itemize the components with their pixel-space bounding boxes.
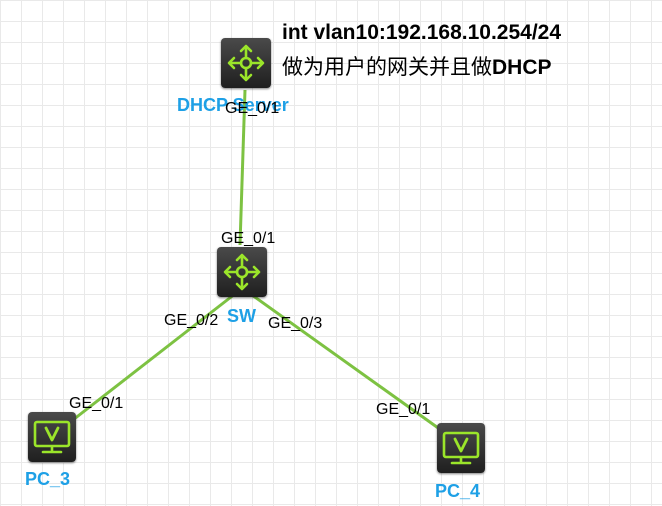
annotation-line2-prefix: 做为用户的网关并且做 (282, 55, 492, 79)
pc4-device[interactable] (437, 423, 485, 473)
monitor-icon (442, 431, 480, 465)
pc3-label: PC_3 (25, 469, 71, 489)
sw-device[interactable] (217, 247, 267, 297)
sw-label: SW (227, 306, 256, 326)
pc4-label: PC_4 (435, 481, 481, 501)
sw-port1-label: GE_0/1 (221, 230, 276, 247)
dhcp-server-label: DHCP Server (177, 95, 289, 115)
pc3-device[interactable] (28, 412, 76, 462)
pc4-port-label: GE_0/1 (376, 401, 431, 418)
dhcp-server-device[interactable] (221, 38, 271, 88)
router-icon (227, 44, 265, 82)
link-sw-pc4[interactable] (244, 288, 456, 442)
sw-port2-label: GE_0/2 (164, 312, 219, 329)
annotation-line2-suffix: DHCP (492, 56, 552, 79)
sw-port3-label: GE_0/3 (268, 315, 323, 332)
annotation-line2: 做为用户的网关并且做DHCP (282, 52, 552, 83)
monitor-icon (33, 420, 71, 454)
router-icon (223, 253, 261, 291)
link-sw-pc3[interactable] (59, 288, 241, 432)
annotation-line1: int vlan10:192.168.10.254/24 (282, 21, 562, 44)
pc3-port-label: GE_0/1 (69, 395, 124, 412)
dhcp-server-port-label: GE_0/1 (225, 100, 280, 117)
link-dhcp-sw[interactable] (238, 89, 247, 246)
